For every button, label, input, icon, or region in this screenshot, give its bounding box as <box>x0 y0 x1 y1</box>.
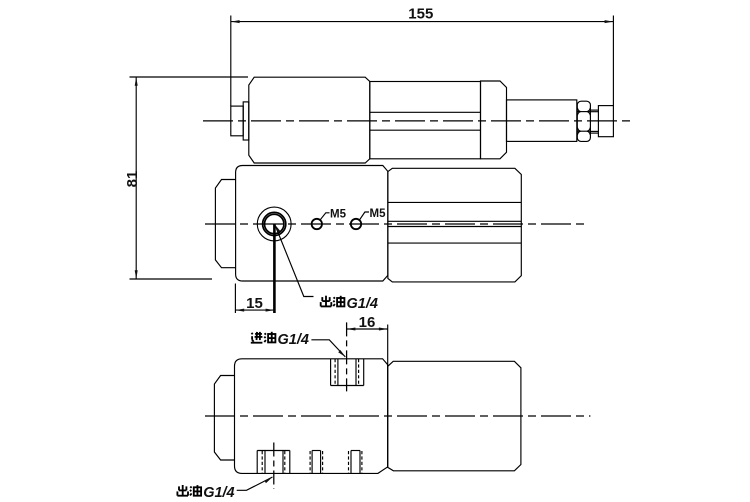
svg-text:M5: M5 <box>330 208 347 220</box>
svg-text:16: 16 <box>359 314 376 331</box>
svg-text:G1/4: G1/4 <box>347 296 378 312</box>
svg-text:15: 15 <box>246 295 263 312</box>
svg-text:M5: M5 <box>370 208 387 220</box>
svg-text:81: 81 <box>124 171 141 188</box>
svg-text:G1/4: G1/4 <box>278 332 309 348</box>
svg-text:155: 155 <box>408 6 433 23</box>
svg-text:G1/4: G1/4 <box>203 485 234 501</box>
